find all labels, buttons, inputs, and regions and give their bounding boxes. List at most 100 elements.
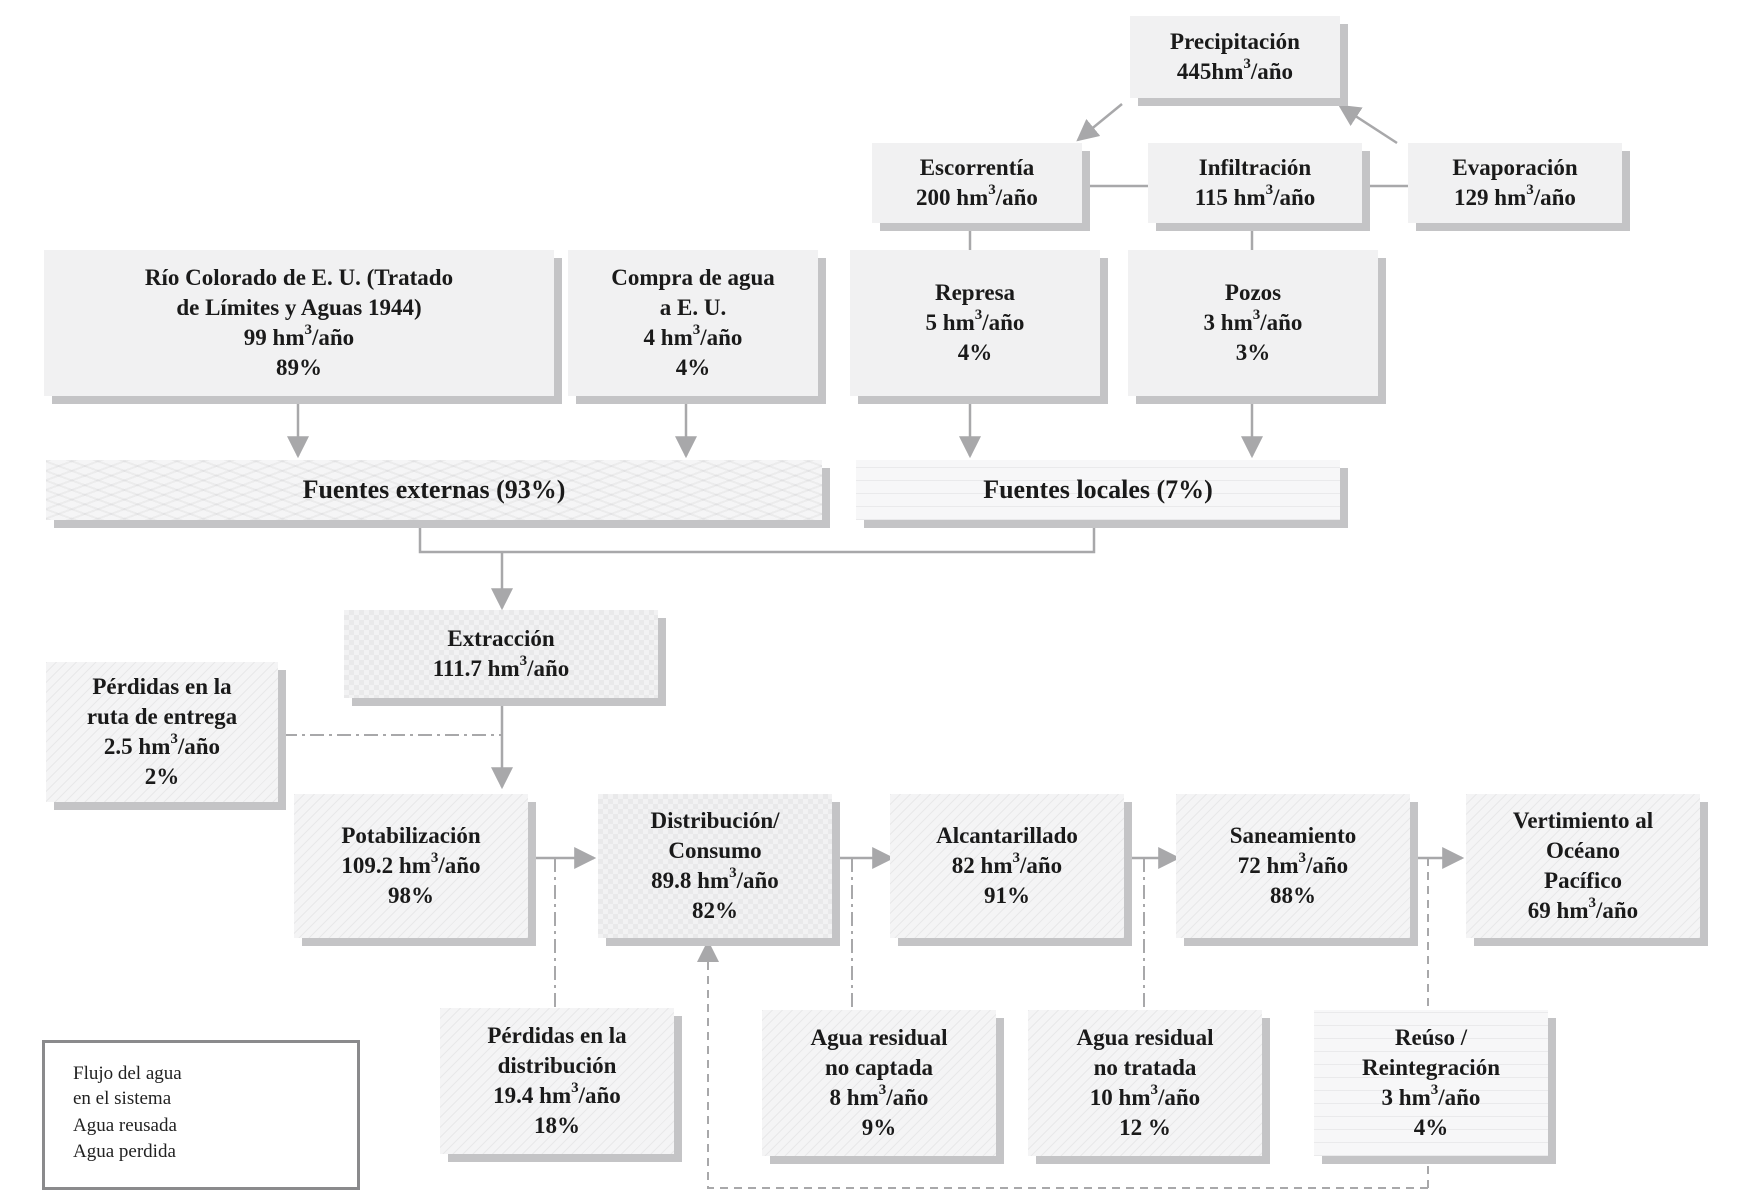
box-line: 2%	[145, 762, 180, 792]
unit-tail: /año	[1438, 1085, 1481, 1110]
unit-text: hm	[956, 185, 989, 210]
box-line-text: Vertimiento al	[1512, 808, 1654, 833]
box-line-text: 2.5	[103, 734, 139, 759]
unit-text: hm	[539, 1083, 572, 1108]
box-line-text: 4%	[1413, 1115, 1449, 1140]
box-line: Agua residual	[811, 1023, 948, 1053]
box-line-text: Pérdidas en la	[487, 1023, 627, 1048]
box-line-text: Potabilización	[341, 823, 481, 848]
box-line: 89.8 hm3/año	[651, 866, 779, 896]
unit-exponent: 3	[1012, 850, 1021, 867]
box-line-text: 8	[829, 1085, 847, 1110]
box-line-text: distribución	[497, 1053, 617, 1078]
unit-tail: /año	[312, 325, 355, 350]
box-line-text: ruta de entrega	[86, 704, 238, 729]
box-line: Evaporación	[1452, 153, 1577, 183]
unit-exponent: 3	[692, 322, 701, 339]
box-line: 8 hm3/año	[830, 1083, 929, 1113]
box-line-text: Evaporación	[1452, 155, 1578, 180]
box-line: Pérdidas en la	[92, 672, 231, 702]
unit-text: hm	[487, 656, 520, 681]
box-line-text: 109.2	[341, 853, 399, 878]
box-line: Compra de agua	[611, 263, 775, 293]
box-line: 109.2 hm3/año	[341, 851, 480, 881]
box-line: 4%	[958, 338, 993, 368]
box-line: Distribución/	[650, 806, 779, 836]
unit-tail: /año	[1273, 185, 1316, 210]
box-line: Alcantarillado	[936, 821, 1078, 851]
arrow-evaporacion-to-precip	[1338, 104, 1398, 145]
box-line-text: 18%	[534, 1113, 580, 1138]
join-fuentes	[418, 527, 1096, 554]
box-line: 4%	[1414, 1113, 1449, 1143]
box-line-text: Distribución/	[650, 808, 780, 833]
box-line: Río Colorado de E. U. (Tratado	[145, 263, 453, 293]
unit-text: hm	[846, 1085, 879, 1110]
unit-tail: /año	[1020, 853, 1063, 878]
box-line: 72 hm3/año	[1238, 851, 1348, 881]
box-line-text: 4%	[957, 340, 993, 365]
box-line-text: 98%	[388, 883, 434, 908]
unit-tail: /año	[982, 310, 1025, 335]
box-fuentes-locales: Fuentes locales (7%)	[856, 460, 1340, 520]
box-line: Saneamiento	[1230, 821, 1357, 851]
box-line: Pozos	[1225, 278, 1281, 308]
box-line: Reintegración	[1362, 1053, 1500, 1083]
box-line: Fuentes externas (93%)	[303, 475, 566, 505]
box-line: no tratada	[1094, 1053, 1197, 1083]
box-line-text: Fuentes externas (93%)	[302, 475, 566, 504]
box-line-text: 19.4	[493, 1083, 540, 1108]
legend-reused-label: Agua reusada	[73, 1115, 177, 1136]
box-line-text: Reúso /	[1394, 1025, 1468, 1050]
box-line: 19.4 hm3/año	[493, 1081, 621, 1111]
box-line: 5 hm3/año	[926, 308, 1025, 338]
box-line: 3%	[1236, 338, 1271, 368]
box-line: 3 hm3/año	[1204, 308, 1303, 338]
unit-exponent: 3	[1265, 182, 1274, 199]
legend: Flujo del agua en el sistema Agua reusad…	[42, 1040, 360, 1190]
unit-exponent: 3	[519, 653, 528, 670]
box-line-text: 10	[1089, 1085, 1119, 1110]
unit-exponent: 3	[1526, 182, 1534, 199]
unit-exponent: 3	[988, 182, 996, 199]
unit-tail: /año	[438, 853, 481, 878]
unit-exponent: 3	[430, 850, 439, 867]
box-line-text: Río Colorado de E. U. (Tratado	[144, 265, 454, 290]
box-line: Infiltración	[1199, 153, 1311, 183]
box-line-text: Alcantarillado	[936, 823, 1078, 848]
box-line-text: 69	[1527, 898, 1557, 923]
box-line-text: Agua residual	[810, 1025, 948, 1050]
box-line-text: 5	[925, 310, 943, 335]
unit-text: hm	[1494, 185, 1527, 210]
box-line-text: 115	[1194, 185, 1234, 210]
unit-tail: /año	[1596, 898, 1639, 923]
box-line: 82%	[692, 896, 738, 926]
unit-exponent: 3	[304, 322, 313, 339]
unit-exponent: 3	[571, 1080, 579, 1097]
box-line-text: 3	[1381, 1085, 1399, 1110]
box-line-text: Consumo	[668, 838, 762, 863]
unit-exponent: 3	[1430, 1082, 1439, 1099]
box-line: 91%	[984, 881, 1030, 911]
box-line: 12 %	[1119, 1113, 1171, 1143]
legend-lost-label: Agua perdida	[73, 1141, 176, 1162]
unit-tail: /año	[736, 868, 779, 893]
box-line-text: 89%	[276, 355, 322, 380]
box-line: distribución	[498, 1051, 617, 1081]
box-fuentes-externas: Fuentes externas (93%)	[46, 460, 822, 520]
box-line-text: Océano	[1545, 838, 1621, 863]
box-line: Fuentes locales (7%)	[983, 475, 1213, 505]
box-line: Agua residual	[1077, 1023, 1214, 1053]
box-line-text: 9%	[861, 1115, 897, 1140]
box-line: 69 hm3/año	[1528, 896, 1638, 926]
